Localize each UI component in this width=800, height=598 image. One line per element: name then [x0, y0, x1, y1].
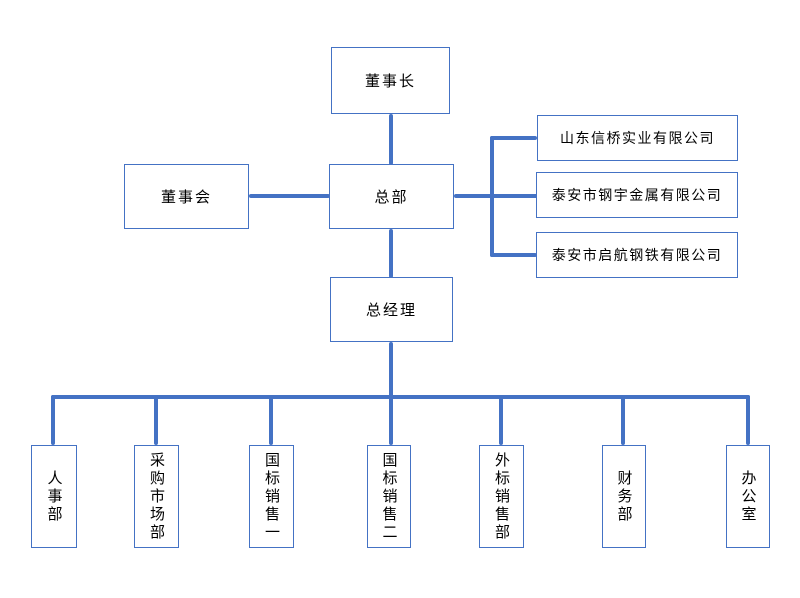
node-chairman[interactable]: 董事长 — [331, 47, 450, 114]
node-dept-purchasing-market-label: 采购市场部 — [148, 451, 165, 542]
node-dept-hr-label: 人事部 — [45, 469, 63, 524]
connector-subsidiaries-vertical — [490, 136, 494, 257]
node-dept-national-sales-1[interactable]: 国标销售一 — [249, 445, 294, 548]
connector-dept-3-drop — [269, 395, 273, 445]
node-subsidiary-3[interactable]: 泰安市启航钢铁有限公司 — [536, 232, 738, 278]
node-dept-finance-label: 财务部 — [615, 469, 633, 524]
connector-headquarters-subsidiaries-trunk — [454, 194, 538, 198]
node-dept-national-sales-1-label: 国标销售一 — [263, 451, 280, 542]
node-dept-national-sales-2-label: 国标销售二 — [380, 451, 398, 542]
node-dept-national-sales-2[interactable]: 国标销售二 — [367, 445, 411, 548]
node-chairman-label: 董事长 — [364, 73, 416, 90]
node-subsidiary-2-label: 泰安市钢宇金属有限公司 — [551, 187, 723, 203]
connector-departments-bus — [51, 395, 750, 399]
node-dept-finance[interactable]: 财务部 — [602, 445, 646, 548]
node-subsidiary-1[interactable]: 山东信桥实业有限公司 — [537, 115, 738, 161]
connector-dept-2-drop — [154, 395, 158, 445]
connector-board-headquarters — [249, 194, 330, 198]
connector-dept-7-drop — [746, 395, 750, 445]
node-dept-hr[interactable]: 人事部 — [31, 445, 77, 548]
connector-dept-5-drop — [499, 395, 503, 445]
node-headquarters[interactable]: 总部 — [329, 164, 454, 229]
node-dept-external-sales[interactable]: 外标销售部 — [479, 445, 524, 548]
node-general-manager[interactable]: 总经理 — [330, 277, 453, 342]
node-dept-purchasing-market[interactable]: 采购市场部 — [134, 445, 179, 548]
connector-headquarters-general-manager — [389, 229, 393, 278]
node-dept-office[interactable]: 办公室 — [726, 445, 770, 548]
node-board[interactable]: 董事会 — [124, 164, 249, 229]
node-subsidiary-3-label: 泰安市启航钢铁有限公司 — [551, 247, 723, 263]
node-subsidiary-1-label: 山东信桥实业有限公司 — [560, 130, 715, 146]
node-general-manager-label: 总经理 — [365, 302, 417, 319]
node-headquarters-label: 总部 — [374, 189, 409, 206]
node-dept-external-sales-label: 外标销售部 — [493, 451, 510, 542]
node-board-label: 董事会 — [160, 189, 212, 206]
node-subsidiary-2[interactable]: 泰安市钢宇金属有限公司 — [536, 172, 738, 218]
connector-chairman-headquarters — [389, 114, 393, 165]
connector-dept-6-drop — [621, 395, 625, 445]
connector-subsidiary-1-stub — [490, 136, 537, 140]
connector-dept-1-drop — [51, 395, 55, 445]
connector-general-manager-bus — [389, 342, 393, 445]
connector-subsidiary-3-stub — [490, 253, 537, 257]
node-dept-office-label: 办公室 — [739, 469, 757, 524]
